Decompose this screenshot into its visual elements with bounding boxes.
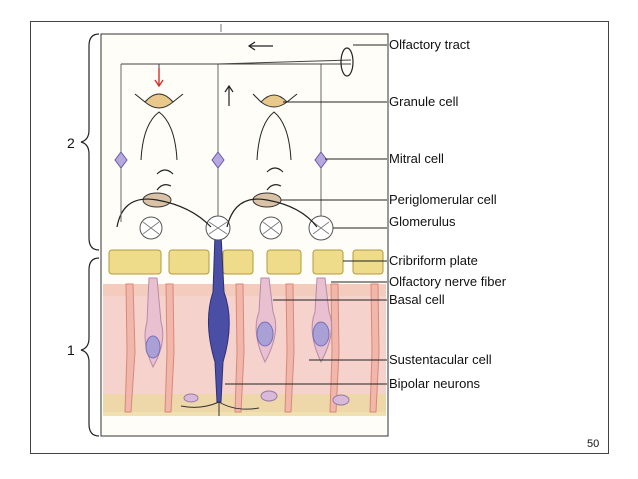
periglomerular-arcs	[116, 198, 318, 228]
tract-red-arrow	[154, 68, 164, 88]
label-olfactory-tract: Olfactory tract	[389, 37, 470, 52]
label-cribriform-plate: Cribriform plate	[389, 253, 478, 268]
label-glomerulus: Glomerulus	[389, 214, 456, 229]
granule-processes	[134, 93, 298, 161]
label-sustentacular-cell: Sustentacular cell	[389, 352, 492, 367]
olfactory-diagram	[80, 24, 389, 437]
neuron-nuclei	[145, 321, 330, 359]
direction-arrows	[156, 41, 284, 191]
highlighted-bipolar-neuron	[207, 233, 230, 403]
mitral-cells	[114, 151, 328, 169]
basal-floor	[103, 394, 386, 416]
epithelium-region	[103, 284, 386, 412]
tract-bundle	[340, 47, 354, 77]
leader-lines	[225, 44, 387, 385]
slide-frame: 2 1 Olfactory tract Granule cell Mitral …	[30, 21, 609, 454]
glomerulus-fibers	[142, 221, 330, 235]
label-bipolar-neurons: Bipolar neurons	[389, 376, 481, 391]
basal-cell-shape	[183, 390, 350, 406]
page-number: 50	[587, 438, 600, 450]
label-periglomerular-cell: Periglomerular cell	[389, 192, 497, 207]
sustentacular-cells-shape	[124, 283, 380, 413]
label-mitral-cell: Mitral cell	[389, 151, 444, 166]
label-basal-cell: Basal cell	[389, 292, 445, 307]
granule-cells	[144, 93, 288, 109]
label-olfactory-nerve-fiber: Olfactory nerve fiber	[389, 274, 507, 289]
dendrite-tufts	[180, 401, 260, 416]
brace-region-1	[80, 257, 100, 437]
brace-region-2	[80, 33, 100, 251]
region-number-2: 2	[67, 135, 75, 151]
label-granule-cell: Granule cell	[389, 94, 459, 109]
mitral-dendrites	[120, 64, 322, 222]
cribriform-plate-shape	[108, 249, 384, 275]
region-number-1: 1	[67, 342, 75, 358]
lamina-propria	[103, 284, 386, 296]
